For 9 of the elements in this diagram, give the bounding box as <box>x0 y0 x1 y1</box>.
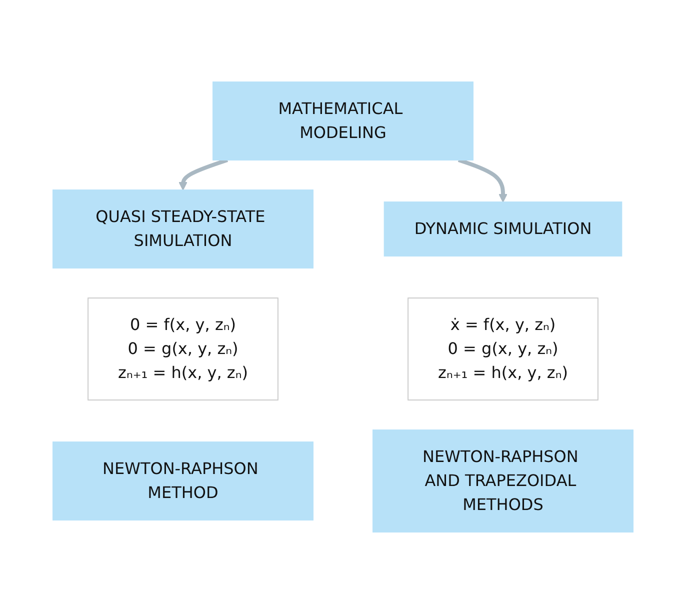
node-box: ẋ = f(x, y, zₙ) 0 = g(x, y, zₙ) zₙ₊₁ = h(x, y, zₙ) <box>407 298 598 400</box>
arrow <box>178 158 228 190</box>
node-box: DYNAMIC SIMULATION <box>383 202 622 256</box>
node-box: NEWTON-RAPHSON METHOD <box>52 442 313 520</box>
arrow <box>457 158 507 202</box>
node-box: MATHEMATICAL MODELING <box>212 82 473 160</box>
node-box: QUASI STEADY-STATE SIMULATION <box>52 190 313 268</box>
node-box: 0 = f(x, y, zₙ) 0 = g(x, y, zₙ) zₙ₊₁ = h(x, y, zₙ) <box>87 298 278 400</box>
node-box: NEWTON-RAPHSON AND TRAPEZOIDAL METHODS <box>372 430 633 532</box>
